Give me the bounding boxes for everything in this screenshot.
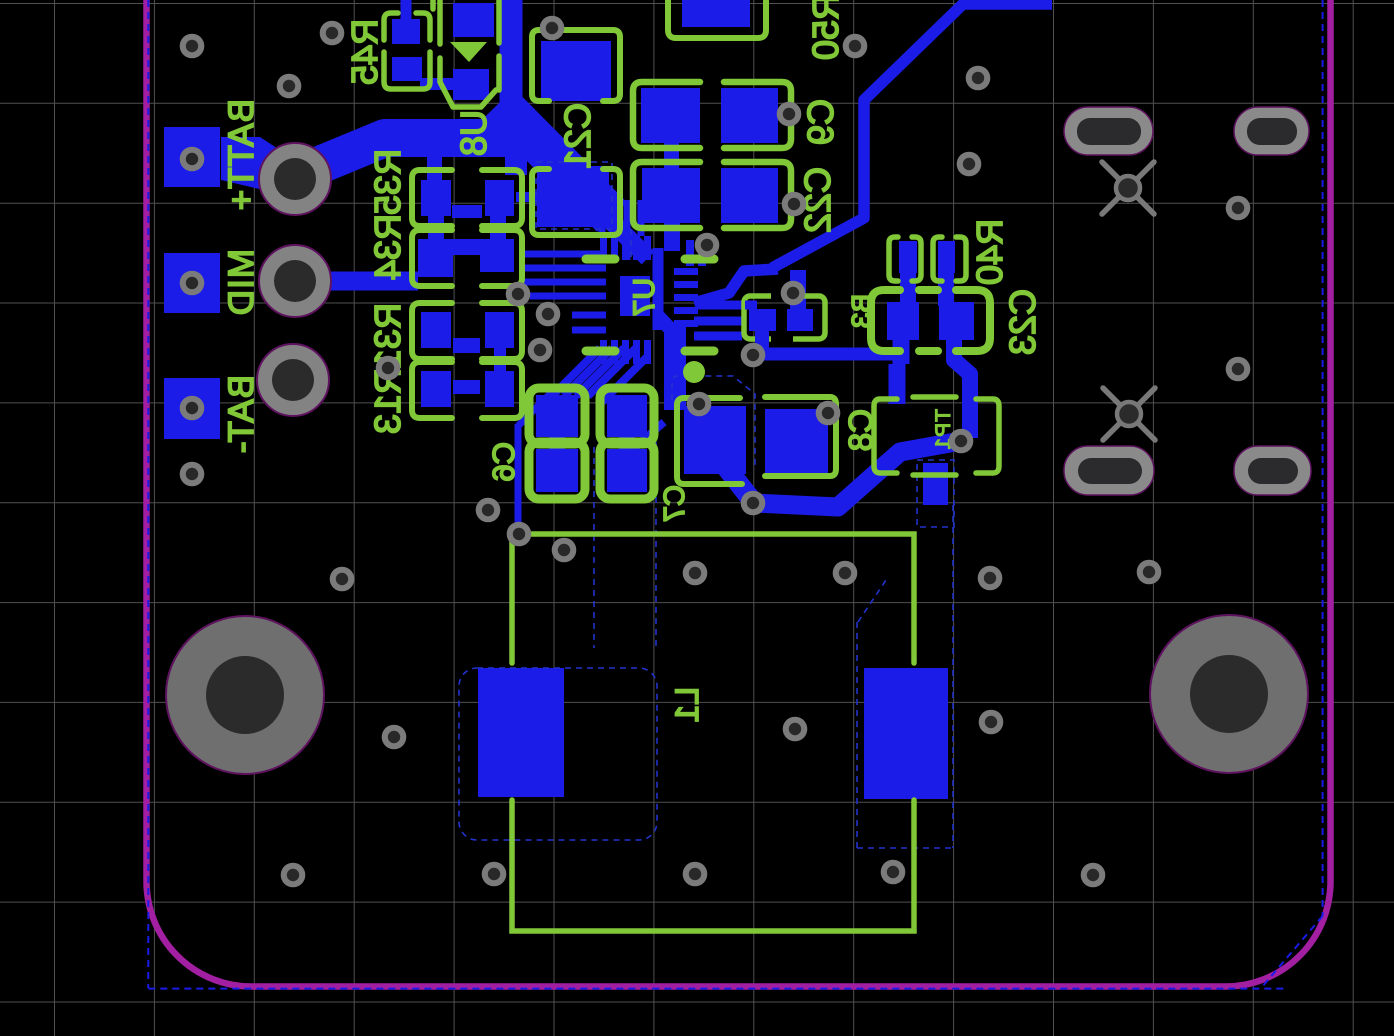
svg-text:C22: C22 (797, 167, 838, 233)
svg-text:R35: R35 (367, 149, 408, 215)
svg-text:R34: R34 (367, 214, 408, 280)
svg-text:BATT+: BATT+ (222, 99, 261, 211)
svg-text:C7: C7 (659, 485, 691, 522)
svg-text:C8: C8 (842, 409, 879, 451)
svg-text:U8: U8 (453, 110, 494, 156)
svg-text:R45: R45 (344, 19, 385, 85)
svg-text:L1: L1 (669, 687, 705, 723)
svg-text:R13: R13 (367, 368, 408, 434)
svg-text:C6: C6 (486, 442, 521, 482)
svg-text:R31: R31 (367, 303, 408, 369)
svg-text:BAT-: BAT- (222, 375, 261, 454)
svg-text:C21: C21 (557, 103, 598, 169)
svg-text:U7: U7 (628, 278, 661, 316)
svg-text:R40: R40 (969, 219, 1010, 285)
svg-text:B3: B3 (846, 294, 877, 328)
svg-text:MID: MID (222, 249, 261, 316)
svg-text:R50: R50 (805, 0, 846, 60)
svg-text:C23: C23 (1002, 289, 1043, 355)
svg-text:C9: C9 (800, 99, 841, 145)
